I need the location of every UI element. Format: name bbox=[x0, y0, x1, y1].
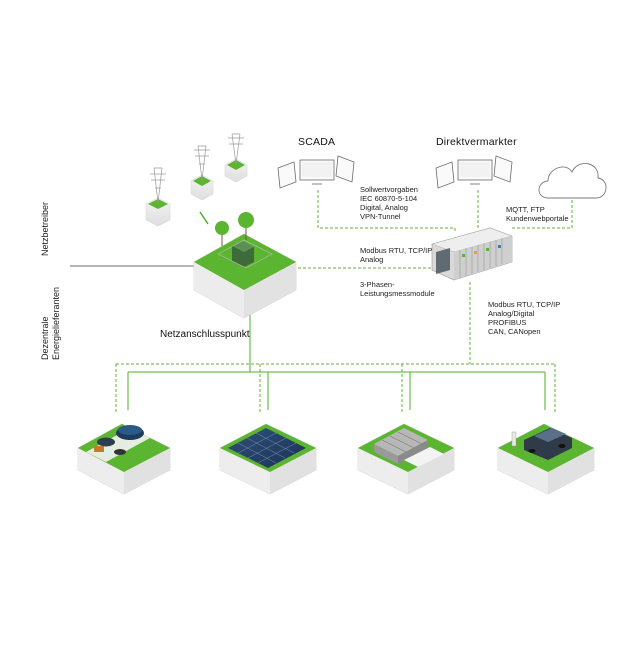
controller-icon bbox=[431, 227, 513, 281]
pylon-connector bbox=[199, 211, 209, 225]
electric-car-icon bbox=[497, 423, 595, 495]
substation-link-annotation: Modbus RTU, TCP/IP Analog bbox=[360, 246, 433, 264]
scada-link-annotation: Sollwertvorgaben IEC 60870-5-104 Digital… bbox=[360, 185, 418, 221]
biogas-plant-icon bbox=[77, 423, 171, 495]
monitor-icon bbox=[277, 155, 513, 189]
dezentrale-label-line1: Dezentrale bbox=[40, 316, 50, 360]
factory-icon bbox=[357, 423, 455, 495]
cloud-link-line bbox=[512, 200, 573, 229]
scada-link-line bbox=[317, 190, 456, 232]
netzanschlusspunkt-label: Netzanschlusspunkt bbox=[160, 329, 250, 340]
netzbetreiber-label: Netzbetreiber bbox=[40, 201, 50, 256]
measure-link-annotation: 3-Phasen- Leistungsmessmodule bbox=[360, 280, 435, 298]
solar-park-icon bbox=[219, 423, 317, 495]
dezentrale-label-line2: Energielieferanten bbox=[51, 286, 61, 360]
scada-label: SCADA bbox=[298, 136, 336, 148]
pylon-icon bbox=[145, 133, 248, 227]
cloud-link-annotation: MQTT, FTP Kundenwebportale bbox=[506, 205, 569, 223]
field-link-annotation: Modbus RTU, TCP/IP Analog/Digital PROFIB… bbox=[488, 300, 561, 336]
direktvermarkter-label: Direktvermarkter bbox=[436, 136, 517, 148]
connection-lines bbox=[70, 190, 573, 414]
substation-icon bbox=[193, 212, 297, 319]
cloud-icon bbox=[538, 163, 607, 199]
